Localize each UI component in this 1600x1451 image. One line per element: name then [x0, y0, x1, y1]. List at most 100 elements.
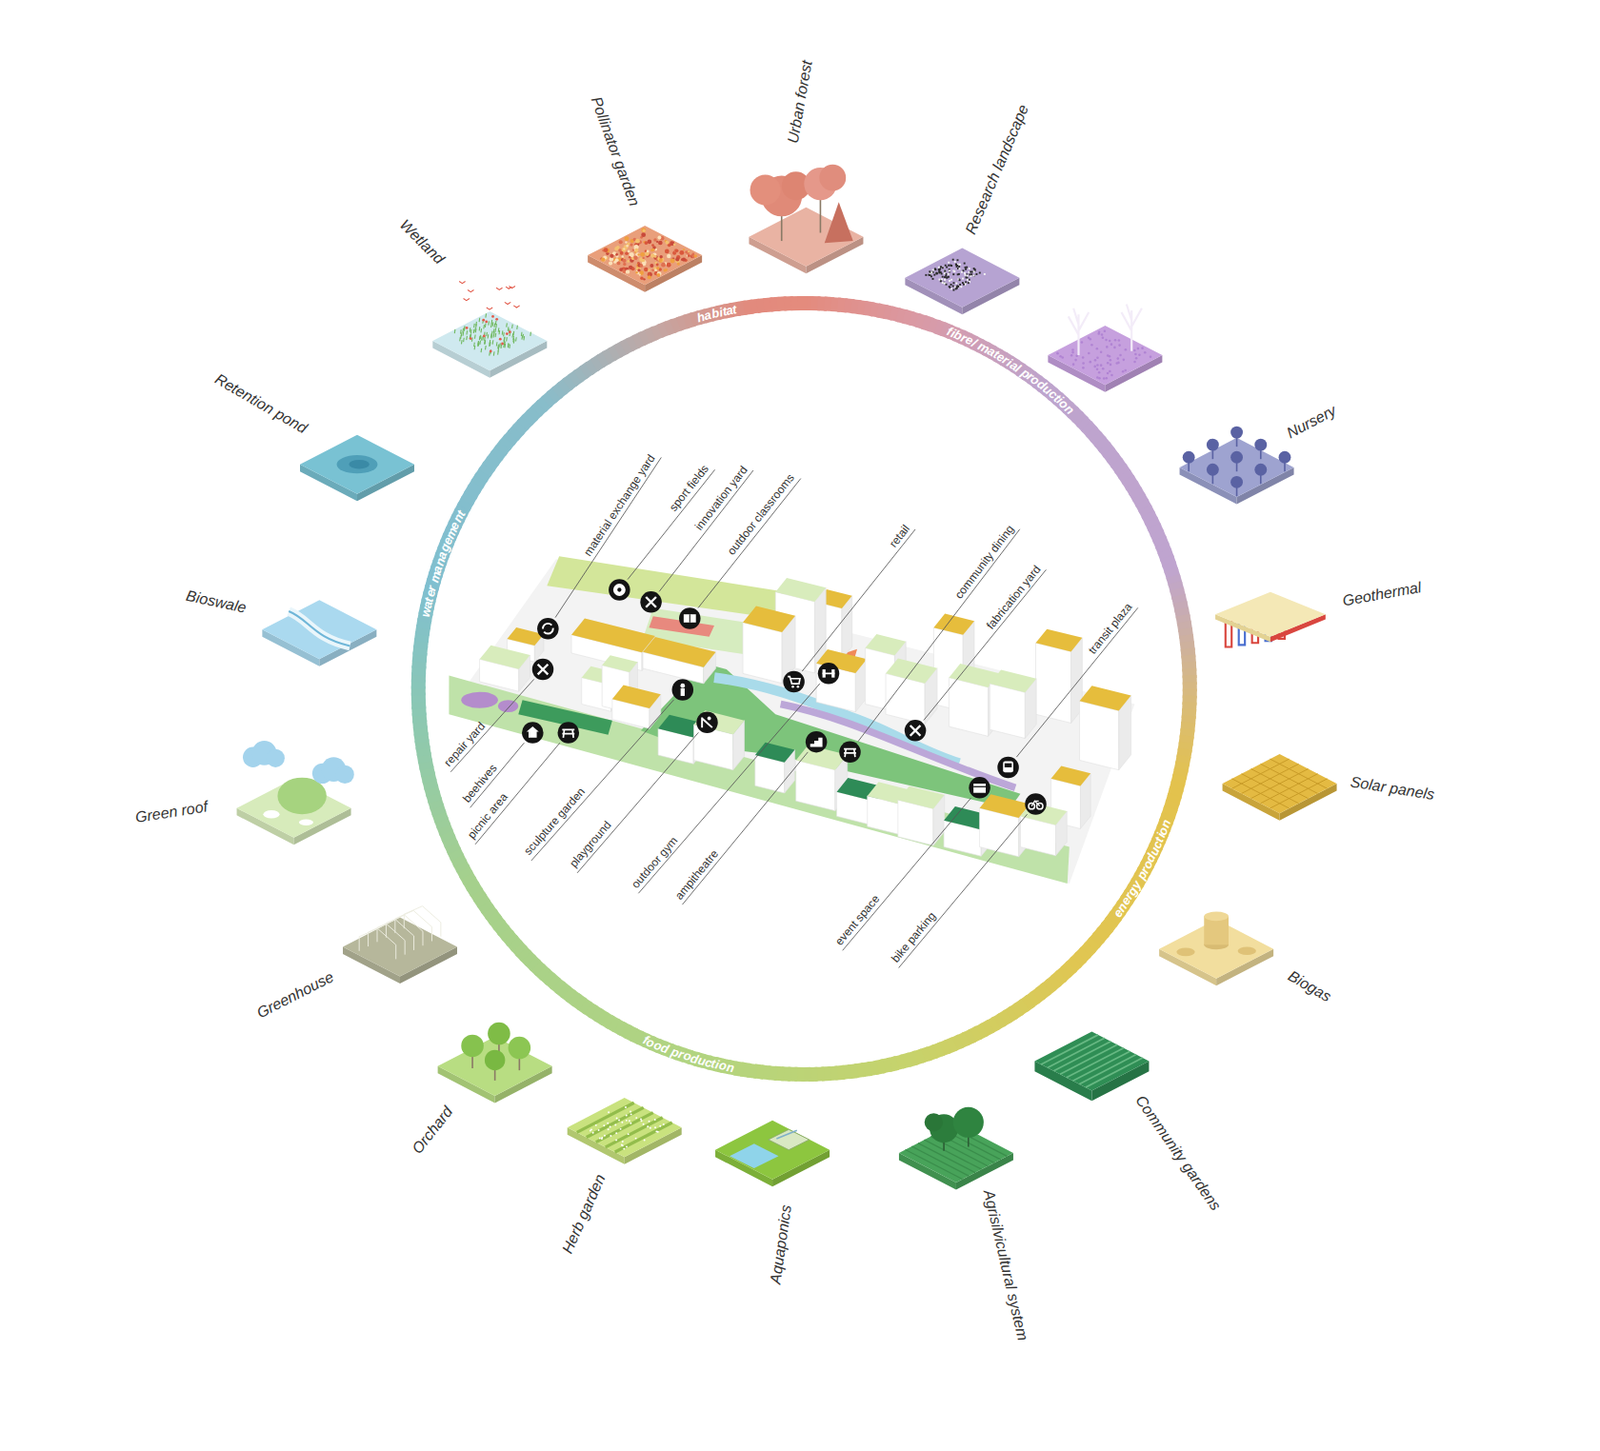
tile-label: Nursery: [1283, 401, 1340, 442]
flower: [639, 273, 641, 276]
speckle: [979, 272, 981, 275]
dot: [1100, 333, 1104, 337]
dot: [1105, 345, 1109, 349]
grass: [492, 321, 495, 326]
landscape-tile: Community gardens: [1032, 1029, 1151, 1100]
landscape-tile-figure: [899, 1107, 1014, 1191]
grass: [516, 325, 519, 330]
amenity-icon: [679, 607, 701, 630]
dot: [1110, 374, 1114, 378]
flower: [469, 337, 473, 340]
grass: [505, 337, 508, 341]
dot: [625, 1115, 628, 1118]
site-label: retail: [886, 522, 912, 550]
tile-top: [261, 600, 377, 660]
speckle: [983, 273, 986, 276]
site-label: ampitheatre: [673, 847, 721, 902]
speckle: [936, 273, 939, 276]
tree-crown: [1182, 451, 1196, 464]
dot: [1101, 336, 1105, 340]
leader-line: [842, 798, 972, 951]
building-roof: [742, 606, 796, 634]
tile-label: Research landscape: [961, 101, 1032, 237]
flower: [625, 269, 630, 274]
icon-glyph: [680, 683, 685, 689]
landscape-tile-figure: [567, 1098, 682, 1165]
ring-band: habitat: [689, 298, 746, 329]
dot: [1096, 347, 1100, 351]
flower: [640, 227, 646, 233]
grass: [511, 324, 514, 329]
flower: [637, 268, 640, 272]
dot: [1134, 353, 1138, 357]
amenity-icon: [805, 731, 828, 754]
grass: [492, 340, 495, 344]
dot: [627, 1133, 630, 1136]
garden-patch: [460, 692, 499, 709]
flower: [656, 263, 660, 267]
amenity-icon: [521, 721, 544, 744]
icon-glyph: [645, 597, 657, 608]
dot: [628, 1120, 631, 1122]
dot: [1097, 332, 1100, 336]
dot: [603, 1135, 606, 1138]
dot: [1080, 340, 1084, 344]
dot: [1118, 339, 1121, 342]
dot: [1106, 372, 1110, 376]
flower: [624, 236, 630, 241]
amenity-icon: [558, 721, 580, 744]
grass: [507, 342, 510, 347]
icon-disc: [839, 741, 861, 764]
grass: [461, 328, 464, 333]
dot: [620, 1121, 623, 1124]
dot: [1056, 352, 1060, 356]
site-label: repair yard: [441, 720, 487, 769]
speckle: [945, 283, 948, 286]
icon-glyph: [1004, 763, 1013, 768]
dot: [1106, 354, 1110, 358]
dot: [620, 1128, 622, 1131]
tile-top: [300, 435, 415, 495]
tile-label: Agrisilvicultural system: [980, 1188, 1033, 1343]
dot: [1088, 360, 1092, 364]
grass: [484, 345, 487, 350]
flower: [634, 248, 639, 253]
speckle: [941, 281, 944, 284]
dot: [1103, 330, 1107, 334]
flower: [690, 254, 695, 259]
flower: [666, 262, 672, 268]
speckle: [941, 266, 944, 269]
flower: [628, 256, 632, 260]
dot: [598, 1129, 600, 1132]
tree-crown: [1254, 439, 1267, 452]
grass: [465, 336, 468, 340]
speckle: [975, 273, 978, 276]
speckle: [948, 280, 951, 282]
grass: [462, 338, 465, 342]
dot: [599, 1138, 601, 1140]
tank-base: [1238, 947, 1257, 957]
ring-band: fibre/ material production: [938, 320, 1081, 420]
tree-crown: [1254, 463, 1267, 477]
dot: [1121, 370, 1125, 374]
grass: [512, 336, 515, 340]
grass: [484, 340, 487, 344]
speckle: [949, 264, 952, 267]
grass: [470, 329, 473, 334]
site-label: bike parking: [889, 910, 939, 965]
flower: [465, 326, 469, 330]
grass: [496, 341, 499, 346]
building-roof: [989, 670, 1037, 694]
icon-disc: [537, 618, 560, 640]
dot: [1108, 370, 1112, 374]
patch: [299, 820, 314, 826]
building: [1080, 685, 1132, 770]
grass: [500, 344, 502, 349]
flower: [687, 254, 691, 258]
grass: [501, 330, 504, 335]
patch: [262, 810, 280, 820]
icon-glyph: [561, 729, 575, 739]
landscape-tile: Agrisilvicultural system: [897, 1121, 1016, 1193]
dot: [1070, 354, 1074, 358]
speckle: [934, 267, 937, 270]
